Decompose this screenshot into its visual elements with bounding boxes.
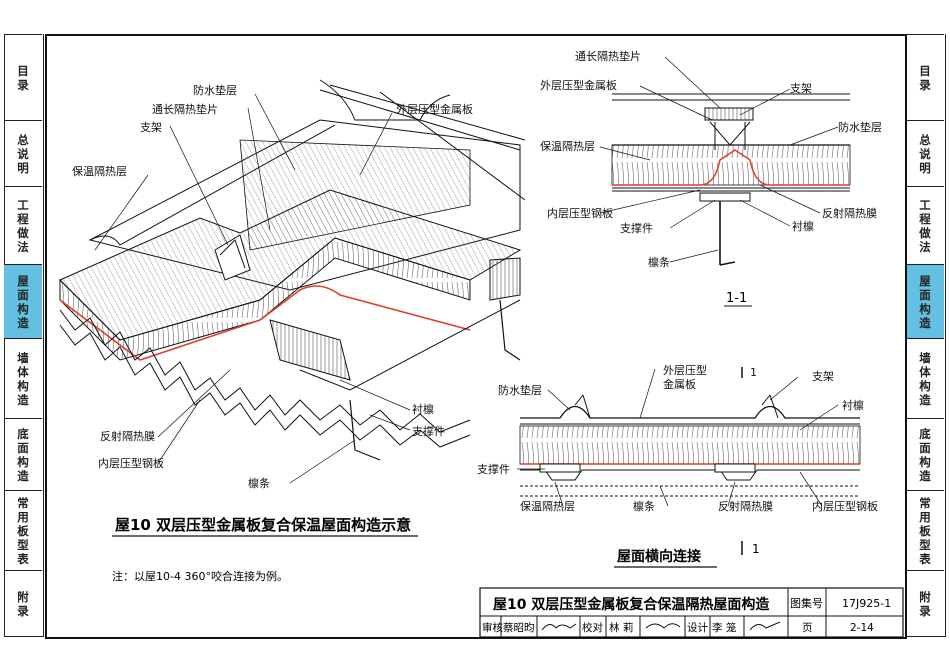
transverse-marker: 1 xyxy=(750,366,757,379)
transverse-label-inner-panel: 内层压型钢板 xyxy=(812,499,878,513)
transverse-label-purlin-liner: 衬檩 xyxy=(842,398,864,412)
tb-check-label: 校对 xyxy=(582,621,603,634)
iso-label-outer-panel: 外层压型金属板 xyxy=(396,102,473,116)
left-tab-7[interactable]: 附 录 xyxy=(4,570,42,637)
right-tab-4[interactable]: 墙 体 构 造 xyxy=(906,338,944,419)
transverse-labels: 外层压型 金属板 1 支架 防水垫层 衬檩 支撑件 保温隔热层 檩条 反射隔热膜… xyxy=(477,363,878,513)
left-tab-2[interactable]: 工 程 做 法 xyxy=(4,186,42,265)
right-tab-3[interactable]: 屋 面 构 造 xyxy=(906,264,944,339)
section-label-bracket: 支架 xyxy=(790,82,812,95)
transverse-label-support: 支撑件 xyxy=(477,462,510,476)
left-tab-3[interactable]: 屋 面 构 造 xyxy=(4,264,42,339)
tb-design-label: 设计 xyxy=(687,621,708,634)
tb-atlas-label: 图集号 xyxy=(790,596,823,610)
transverse-label-bracket: 支架 xyxy=(812,370,834,383)
left-tab-6[interactable]: 常 用 板 型 表 xyxy=(4,490,42,571)
iso-leaders xyxy=(94,93,411,484)
right-tab-2[interactable]: 工 程 做 法 xyxy=(906,186,944,265)
transverse-leaders xyxy=(517,368,839,507)
section-label-insulation: 保温隔热层 xyxy=(540,139,595,153)
tb-page-label: 页 xyxy=(802,622,813,634)
iso-title: 屋10 双层压型金属板复合保温屋面构造示意 xyxy=(115,516,411,534)
iso-label-reflective: 反射隔热膜 xyxy=(100,429,155,443)
iso-label-waterproof: 防水垫层 xyxy=(193,83,237,97)
iso-labels: 防水垫层 通长隔热垫片 支架 保温隔热层 外层压型金属板 衬檩 支撑件 反射隔热… xyxy=(72,83,473,490)
transverse-label-waterproof: 防水垫层 xyxy=(498,383,542,397)
iso-label-bracket: 支架 xyxy=(140,121,162,134)
iso-label-spacer: 通长隔热垫片 xyxy=(152,102,218,116)
iso-drawing xyxy=(59,79,526,461)
left-tab-1[interactable]: 总 说 明 xyxy=(4,120,42,187)
transverse-marker-bottom: 1 xyxy=(752,542,760,556)
note: 注：以屋10-4 360°咬合连接为例。 xyxy=(112,569,288,583)
left-tab-5[interactable]: 底 面 构 造 xyxy=(4,418,42,491)
left-tab-4[interactable]: 墙 体 构 造 xyxy=(4,338,42,419)
transverse-label-outer-panel-1: 外层压型 xyxy=(663,363,707,377)
iso-label-purlin: 檩条 xyxy=(248,476,270,490)
section-label-purlin: 檩条 xyxy=(648,255,670,269)
section-1-1 xyxy=(611,93,851,266)
title-block xyxy=(479,587,904,638)
iso-label-insulation: 保温隔热层 xyxy=(72,164,127,178)
tb-atlas-no: 17J925-1 xyxy=(842,597,891,610)
section-title: 1-1 xyxy=(726,291,747,306)
iso-label-inner-panel: 内层压型钢板 xyxy=(98,456,164,470)
section-label-inner-panel: 内层压型钢板 xyxy=(547,206,613,220)
tb-page-no: 2-14 xyxy=(850,622,874,634)
transverse-label-outer-panel-2: 金属板 xyxy=(663,377,696,391)
right-tab-1[interactable]: 总 说 明 xyxy=(906,120,944,187)
drawing-frame xyxy=(45,34,907,639)
section-label-reflective: 反射隔热膜 xyxy=(822,206,877,220)
right-tab-0[interactable]: 目 录 xyxy=(906,34,944,121)
section-label-support: 支撑件 xyxy=(620,221,653,235)
right-tab-5[interactable]: 底 面 构 造 xyxy=(906,418,944,491)
iso-label-support: 支撑件 xyxy=(412,424,445,438)
right-tab-6[interactable]: 常 用 板 型 表 xyxy=(906,490,944,571)
transverse-title: 屋面横向连接 xyxy=(617,548,701,565)
section-label-purlin-liner: 衬檩 xyxy=(792,219,814,233)
transverse-label-insulation: 保温隔热层 xyxy=(520,499,575,513)
tb-reviewer: 蔡昭昀 xyxy=(503,621,535,634)
section-label-spacer: 通长隔热垫片 xyxy=(575,49,641,63)
right-tab-7[interactable]: 附 录 xyxy=(906,570,944,637)
left-tab-0[interactable]: 目 录 xyxy=(4,34,42,121)
tb-checker: 林 莉 xyxy=(609,621,633,634)
section-label-waterproof: 防水垫层 xyxy=(838,120,882,134)
transverse-label-purlin: 檩条 xyxy=(633,499,655,513)
transverse-drawing xyxy=(519,394,861,497)
tb-title: 屋10 双层压型金属板复合保温隔热屋面构造 xyxy=(493,596,769,613)
iso-label-purlin-liner: 衬檩 xyxy=(412,402,434,416)
transverse-label-reflective: 反射隔热膜 xyxy=(718,499,773,513)
section-leaders xyxy=(599,56,839,263)
tb-designer: 李 笼 xyxy=(712,621,737,634)
section-label-outer-panel: 外层压型金属板 xyxy=(540,78,617,92)
tb-review-label: 审核 xyxy=(482,621,503,634)
section-labels: 通长隔热垫片 外层压型金属板 支架 防水垫层 保温隔热层 内层压型钢板 反射隔热… xyxy=(540,49,882,269)
